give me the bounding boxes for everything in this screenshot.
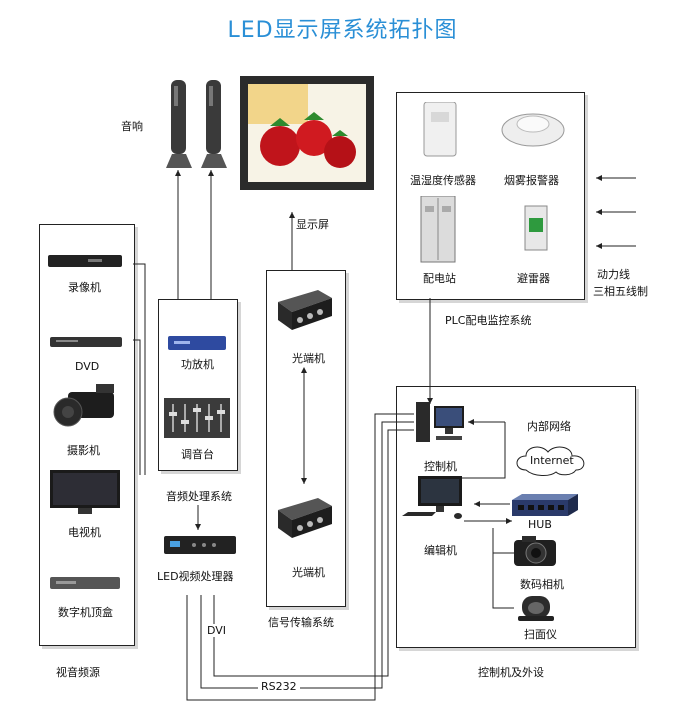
speaker-right: [201, 80, 227, 168]
display-label: 显示屏: [296, 218, 329, 231]
speaker-left: [166, 80, 192, 168]
av-source-box: [39, 224, 135, 646]
smoke-detector-icon: [500, 108, 566, 148]
fiber-transceiver-bottom-label: 光端机: [292, 566, 325, 579]
speaker-icon: [166, 80, 192, 168]
scanner-icon: [516, 592, 556, 622]
lightning-arrester-label: 避雷器: [517, 272, 550, 285]
control-pc-icon: [416, 400, 466, 444]
recorder-label: 录像机: [68, 281, 101, 294]
tv-icon: [50, 470, 120, 514]
fiber-transceiver-top-label: 光端机: [292, 352, 325, 365]
humidity-sensor-label: 温湿度传感器: [410, 174, 476, 187]
editor-pc-icon: [402, 476, 466, 520]
fiber-transceiver-top-icon: [278, 288, 332, 332]
amplifier-icon: [168, 334, 226, 352]
speaker-icon: [201, 80, 227, 168]
smoke-detector-label: 烟雾报警器: [504, 174, 559, 187]
camcorder-label: 摄影机: [67, 444, 100, 457]
distribution-label: 配电站: [423, 272, 456, 285]
editor-pc-label: 编辑机: [424, 544, 457, 557]
digital-camera-label: 数码相机: [520, 578, 564, 591]
hub-icon: [512, 492, 578, 518]
signal-system-label: 信号传输系统: [268, 616, 334, 629]
control-system-label: 控制机及外设: [478, 666, 544, 679]
digital-camera-icon: [514, 534, 556, 568]
distribution-cabinet-icon: [420, 195, 456, 264]
led-processor-icon: [164, 534, 236, 556]
speaker-label: 音响: [121, 120, 143, 133]
audio-system-label: 音频处理系统: [166, 490, 232, 503]
recorder-icon: [48, 253, 122, 269]
control-pc-label: 控制机: [424, 460, 457, 473]
dvd-player-icon: [50, 334, 122, 348]
rs232-label: RS232: [258, 680, 300, 693]
av-source-label: 视音频源: [56, 666, 100, 679]
dvi-label: DVI: [205, 624, 229, 637]
tv-label: 电视机: [68, 526, 101, 539]
internal-network-label: 内部网络: [527, 420, 571, 433]
set-top-box-icon: [50, 574, 120, 592]
lightning-arrester-icon: [521, 204, 551, 252]
amplifier-label: 功放机: [181, 358, 214, 371]
plc-system-label: PLC配电监控系统: [445, 314, 532, 327]
three-phase-label: 三相五线制: [593, 285, 648, 298]
diagram-title: LED显示屏系统拓扑图: [227, 18, 458, 43]
mixer-icon: [164, 398, 230, 438]
power-line-label: 动力线: [597, 268, 630, 281]
audio-processing-box: [158, 299, 238, 471]
scanner-label: 扫面仪: [524, 628, 557, 641]
set-top-box-label: 数字机顶盒: [58, 606, 113, 619]
dvd-label: DVD: [75, 360, 100, 373]
hub-label: HUB: [528, 518, 552, 531]
led-display-icon: [240, 76, 374, 190]
internet-label: Internet: [530, 454, 574, 467]
fiber-transceiver-bottom-icon: [278, 496, 332, 540]
internet-cloud-icon: [512, 442, 590, 478]
led-processor-label: LED视频处理器: [157, 570, 234, 583]
control-box: [396, 386, 636, 648]
mixer-label: 调音台: [181, 448, 214, 461]
camcorder-icon: [48, 382, 124, 432]
humidity-sensor-icon: [422, 101, 458, 158]
